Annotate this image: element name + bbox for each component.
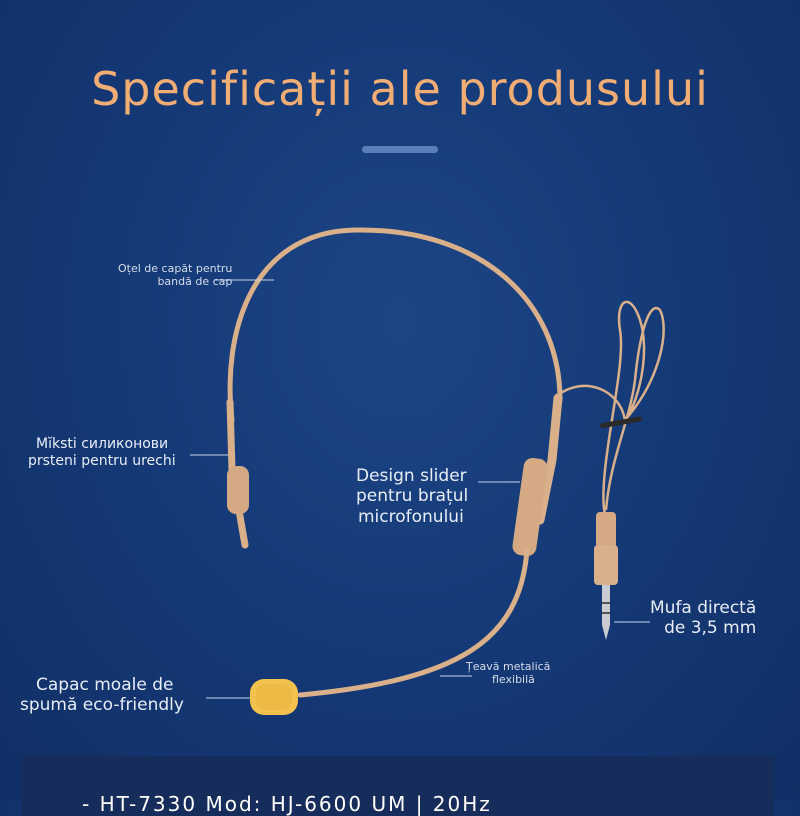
left-silicone-ring — [227, 466, 249, 514]
label-foam-cap: Capac moale de spumă eco-friendly — [20, 675, 184, 716]
label-line: spumă eco-friendly — [20, 695, 184, 716]
label-line: de 3,5 mm — [664, 618, 757, 639]
label-line: Design slider — [356, 466, 467, 486]
right-slider — [512, 457, 548, 557]
mic-boom — [297, 547, 530, 698]
label-direct-jack: Mufa directă de 3,5 mm — [650, 598, 756, 639]
label-line: microfonului — [358, 506, 464, 527]
label-headband-steel: Oțel de capăt pentru bandă de cap — [118, 262, 232, 288]
headband-steel — [227, 227, 563, 423]
label-silicone-rings: Mĭksti силиконови prsteni pentru urechi — [28, 436, 176, 470]
label-line: Țeavă metalică — [466, 660, 551, 673]
cable — [557, 300, 665, 516]
label-metal-tube: Țeavă metalică flexibilă — [466, 660, 550, 686]
plug-strain-relief — [596, 512, 616, 548]
label-line: flexibilă — [492, 673, 535, 687]
label-line: Mĭksti силиконови — [36, 436, 169, 452]
label-slider-design: Design slider pentru brațul microfonului — [356, 466, 468, 527]
label-line: bandă de cap — [157, 275, 233, 289]
right-ear-hook — [535, 393, 563, 525]
page-title: Specificații ale produsului — [91, 62, 709, 116]
label-line: Capac moale de — [36, 675, 174, 695]
label-line: Oțel de capăt pentru — [118, 262, 233, 275]
label-line: pentru brațul — [356, 486, 469, 507]
plug-tip — [602, 585, 610, 625]
label-line: prsteni pentru urechi — [28, 452, 176, 469]
specs-panel: - HT-7330 Mod: HJ-6600 UM | 20Hz — [22, 756, 774, 816]
title-divider — [362, 146, 438, 153]
specs-text: - HT-7330 Mod: HJ-6600 UM | 20Hz — [82, 792, 492, 816]
label-line: Mufa directă — [650, 598, 757, 618]
